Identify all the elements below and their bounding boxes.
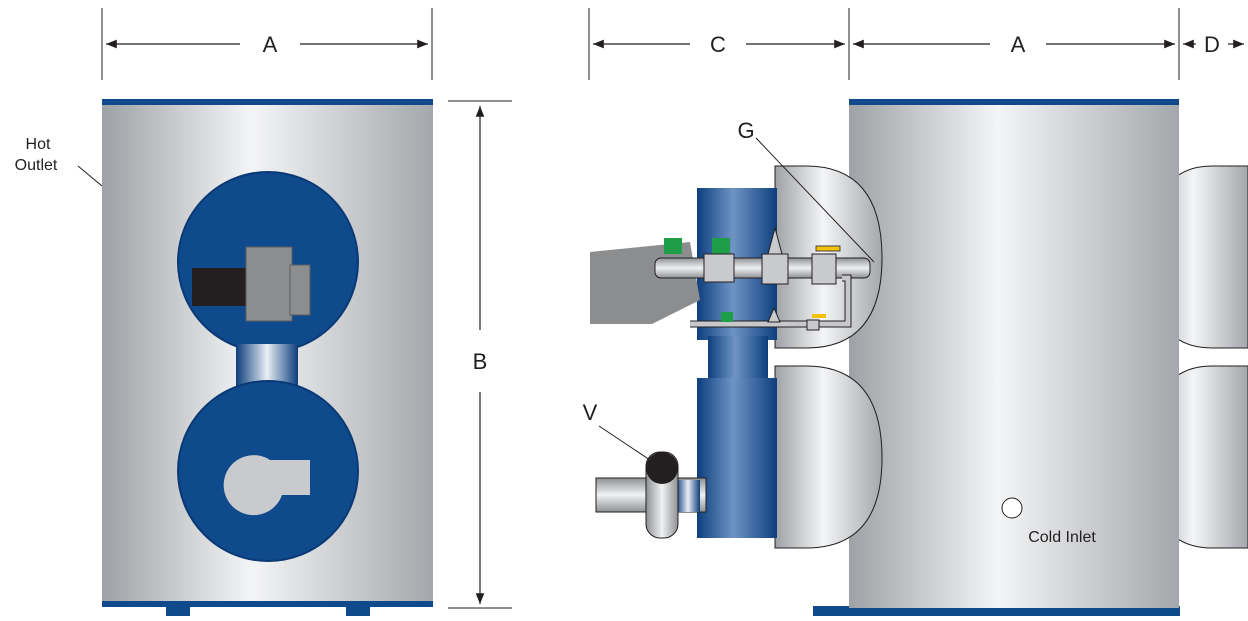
front-bottom-band: [102, 601, 433, 607]
dimension-a-front: A: [101, 8, 433, 80]
gas-train-label: G: [737, 118, 754, 143]
dimension-b: B: [448, 100, 512, 609]
front-blower-inlet: [223, 455, 310, 516]
cold-inlet-label: Cold Inlet: [1028, 529, 1096, 546]
front-burner-body: [245, 246, 293, 322]
front-top-band: [102, 99, 433, 105]
side-burner-neck: [708, 336, 768, 382]
hot-outlet-label-line2: Outlet: [15, 157, 58, 174]
side-burner-motor: [590, 242, 700, 324]
front-foot-left: [166, 605, 190, 616]
gas-valve-handle: [815, 245, 841, 252]
side-base: [813, 606, 1180, 616]
hot-outlet-callout: Hot Outlet: [15, 136, 103, 187]
gas-regulator: [767, 226, 783, 255]
front-burner-cap: [289, 264, 311, 316]
vent-label: V: [583, 400, 598, 425]
front-view: A Hot Outlet B: [15, 8, 512, 616]
side-blower-body: [697, 378, 777, 538]
dimension-c: C: [588, 8, 850, 80]
side-left-lug-lower: [774, 365, 883, 549]
pilot-valve-green: [721, 312, 733, 322]
dimension-b-label: B: [473, 349, 488, 374]
dimension-d-label: D: [1204, 32, 1220, 57]
side-shell: [849, 102, 1179, 608]
dimension-d: D: [1183, 32, 1244, 57]
cold-inlet-callout: Cold Inlet: [1001, 497, 1096, 546]
cold-inlet-port: [1001, 497, 1023, 519]
dimension-a-side-label: A: [1011, 32, 1026, 57]
dimension-a-front-label: A: [263, 32, 278, 57]
front-foot-right: [346, 605, 370, 616]
hot-outlet-label-line1: Hot: [26, 136, 51, 153]
gas-valve-green-1: [664, 238, 682, 254]
gas-valve-green-2: [712, 238, 730, 254]
front-connector-pipe: [236, 344, 298, 386]
dimension-c-label: C: [710, 32, 726, 57]
dimension-a-side: A: [853, 8, 1180, 80]
gas-train: G: [654, 118, 875, 331]
front-burner-motor: [192, 268, 252, 306]
side-top-band: [849, 99, 1179, 105]
vent-assembly: V: [583, 400, 707, 539]
side-view: C A D: [583, 8, 1248, 616]
